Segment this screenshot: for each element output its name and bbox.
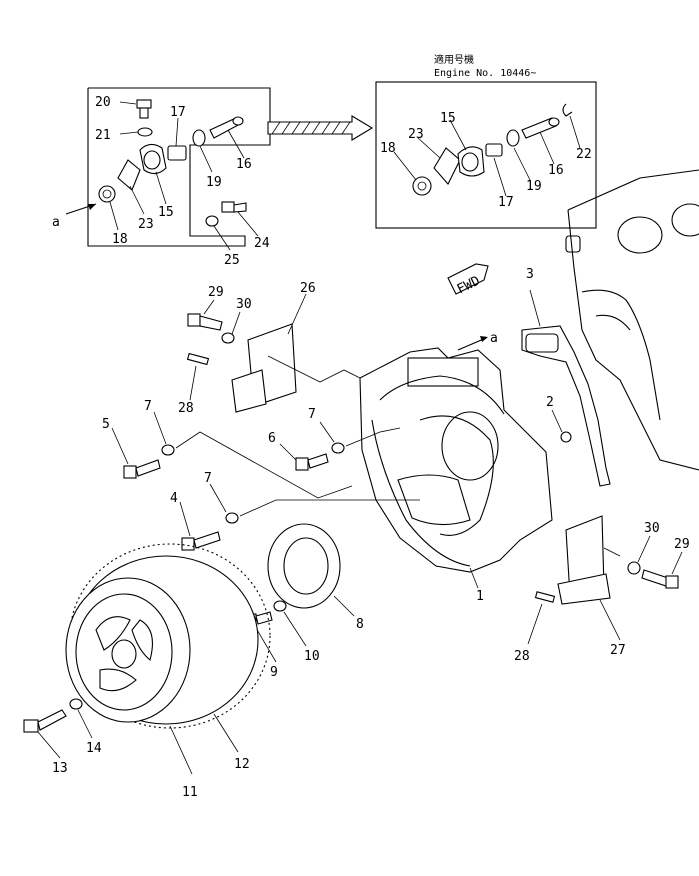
callout-1: 1 [476,589,484,604]
view-letter-a-right: a [490,331,498,346]
callout-2: 2 [546,395,554,410]
inset-title-en: Engine No. 10446~ [434,68,536,79]
washer-21 [137,127,153,137]
bolt-4 [181,531,221,551]
bolt-6 [295,453,329,471]
callout-30-lower: 30 [644,521,660,536]
callout-21: 21 [95,128,111,143]
callout-29-lower: 29 [674,537,690,552]
bolt-13 [23,709,67,733]
callout-30-upper: 30 [236,297,252,312]
callout-12: 12 [234,757,250,772]
pin-16 [209,116,244,139]
gear-18 [98,185,116,203]
callout-24: 24 [254,236,270,251]
callout-22: 22 [576,147,592,162]
right-inset: 適用号機 Engine No. 10446~ [375,53,597,229]
dowel-28-lower [534,591,556,603]
callout-7a: 7 [144,399,152,414]
bolt-5 [123,459,161,479]
housing-15-right [457,146,485,177]
callout-8: 8 [356,617,364,632]
callout-19-right: 19 [526,179,542,194]
callout-10: 10 [304,649,320,664]
spring-17 [167,145,187,161]
washer-7b [331,442,345,454]
bracket-27: 27 [557,515,626,658]
callout-17: 17 [170,105,186,120]
fwd-indicator: FWD [447,263,489,297]
gasket-3: 3 [521,267,611,487]
transition-arrow [267,115,374,141]
bolt-29-upper [187,313,223,331]
o-ring-19 [192,129,206,147]
engine-block [565,169,699,471]
callout-26: 26 [300,281,316,296]
callout-28-upper: 28 [178,401,194,416]
spring-17-right [485,143,503,157]
flywheel-11: 11 12 [65,543,271,800]
washer-10 [273,600,287,612]
callout-19: 19 [206,175,222,190]
pin-16-right [521,117,560,139]
callout-23-right: 23 [408,127,424,142]
callout-5: 5 [102,417,110,432]
callout-16: 16 [236,157,252,172]
housing-15 [139,143,167,175]
callout-11: 11 [182,785,198,800]
callout-7c: 7 [204,471,212,486]
callout-16-right: 16 [548,163,564,178]
callout-17-right: 17 [498,195,514,210]
bolt-24 [221,201,247,213]
callout-14: 14 [86,741,102,756]
washer-7a [161,444,175,456]
dowel-28-upper [186,352,210,366]
callout-27: 27 [610,643,626,658]
bolt-29-lower [641,569,679,589]
callout-6: 6 [268,431,276,446]
o-ring-19-right [506,129,520,147]
callout-18: 18 [112,232,128,247]
callout-7b: 7 [308,407,316,422]
washer-25 [205,215,219,227]
view-letter-a-left: a [52,215,60,230]
o-ring-2: 2 [546,395,572,443]
callout-29-upper: 29 [208,285,224,300]
flywheel-housing-1: 1 a [359,331,553,604]
callout-4: 4 [170,491,178,506]
callout-13: 13 [52,761,68,776]
callout-15: 15 [158,205,174,220]
clip-22 [562,103,573,117]
callout-3: 3 [526,267,534,282]
callout-15-right: 15 [440,111,456,126]
callout-23: 23 [138,217,154,232]
bracket-26: 26 [231,281,361,413]
washer-30-lower [627,561,641,575]
callout-25: 25 [224,253,240,268]
washer-7c [225,512,239,524]
gear-18-right [412,176,432,196]
callout-18-right: 18 [380,141,396,156]
washer-14 [69,698,83,710]
callout-9: 9 [270,665,278,680]
callout-20: 20 [95,95,111,110]
inset-title-jp: 適用号機 [434,53,474,66]
gasket-23-right [433,147,461,185]
callout-28-lower: 28 [514,649,530,664]
left-inset: 20 21 17 16 19 15 23 18 24 25 a [52,87,271,268]
bolt-20 [136,99,152,119]
washer-30-upper [221,332,235,344]
seal-8: 8 [267,523,364,632]
gasket-23 [117,159,141,191]
